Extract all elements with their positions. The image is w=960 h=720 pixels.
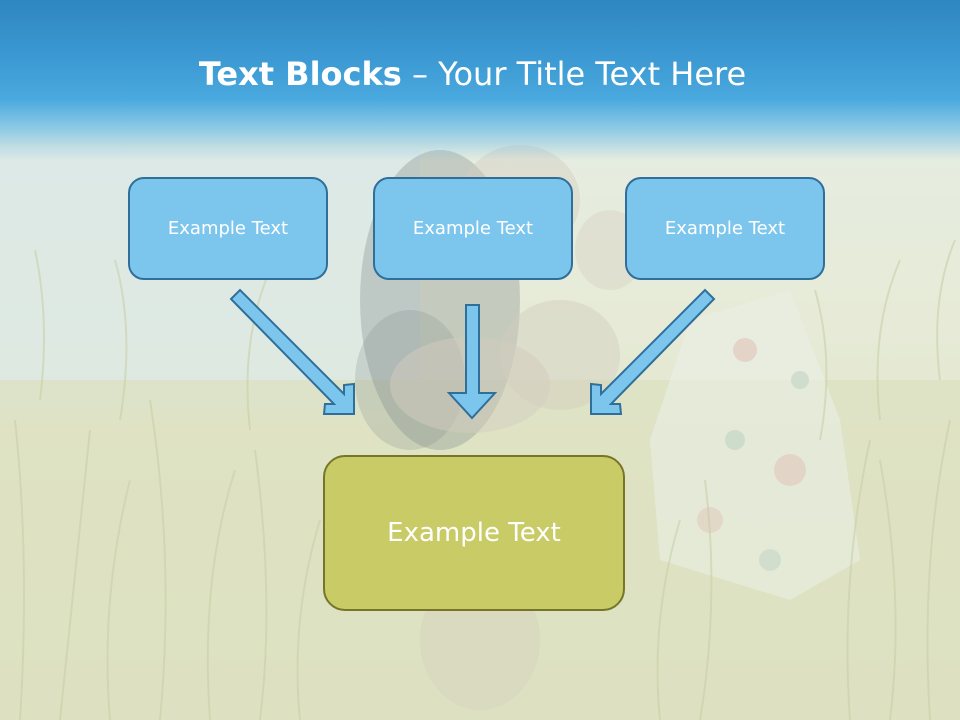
title-strong: Text Blocks (198, 55, 402, 93)
title-rest: – Your Title Text Here (401, 55, 747, 93)
text-block-right: Example Text (625, 177, 825, 280)
text-block-center-label: Example Text (412, 218, 534, 239)
text-block-left-label: Example Text (167, 218, 289, 239)
text-block-bottom-label: Example Text (387, 518, 561, 548)
arrow-right (590, 288, 716, 415)
text-block-left: Example Text (128, 177, 328, 280)
title-band (0, 0, 960, 160)
text-block-center: Example Text (373, 177, 573, 280)
slide-title: Text Blocks – Your Title Text Here (0, 52, 945, 96)
text-block-bottom: Example Text (323, 455, 625, 611)
arrow-left (229, 288, 355, 415)
arrow-center (446, 304, 498, 420)
text-block-right-label: Example Text (664, 218, 786, 239)
